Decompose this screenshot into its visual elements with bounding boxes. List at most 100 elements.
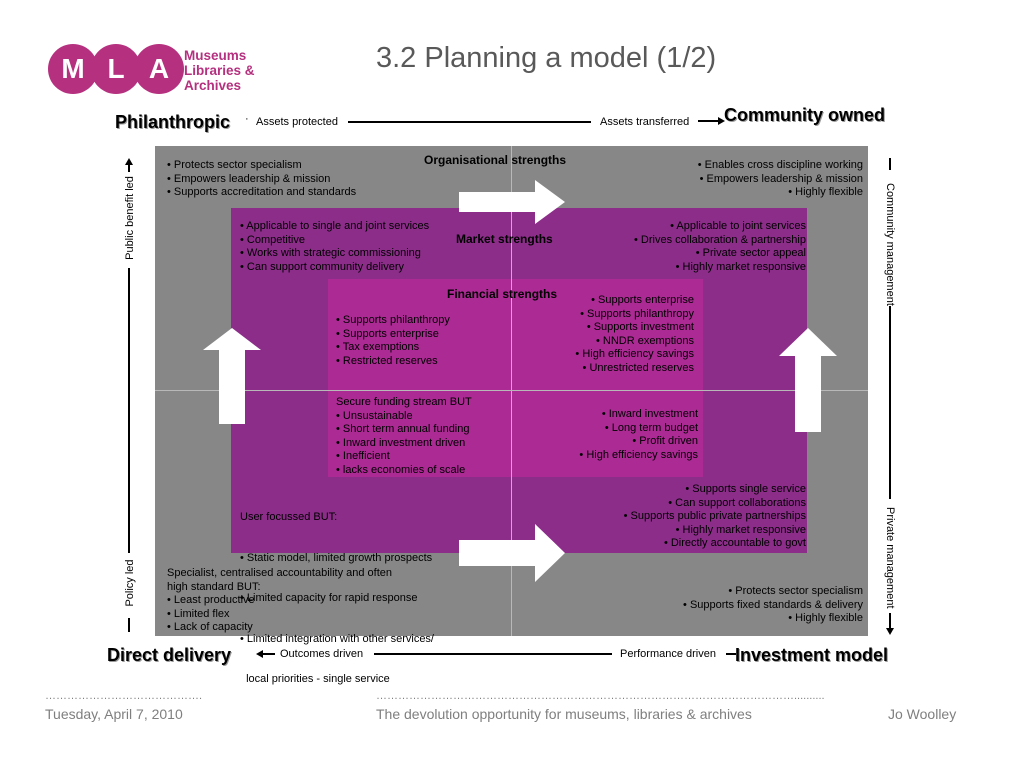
logo-letter-l: L bbox=[91, 44, 141, 94]
list-item: • Empowers leadership & mission bbox=[699, 172, 863, 185]
arrow-right-bottom bbox=[459, 524, 565, 582]
list-item: • Supports enterprise bbox=[336, 327, 439, 340]
corner-direct-delivery: Direct delivery bbox=[107, 645, 232, 665]
list-item: • Least productive bbox=[167, 594, 255, 606]
list-item: Specialist, centralised accountability a… bbox=[167, 567, 393, 579]
list-item: • Protects sector specialism bbox=[728, 585, 863, 597]
financial-top-right-list: • Supports enterprise • Supports philant… bbox=[575, 294, 694, 375]
logo-line-museums: Museums bbox=[184, 48, 247, 63]
logo-letter-m: M bbox=[48, 44, 98, 94]
arrow-right-top bbox=[459, 180, 565, 224]
corner-community-owned: Community owned bbox=[724, 105, 885, 125]
organisational-bottom-left-list: Specialist, centralised accountability a… bbox=[167, 567, 392, 635]
footer-date: Tuesday, April 7, 2010 bbox=[45, 706, 183, 722]
axis-label-outcomes-driven: Outcomes driven bbox=[280, 648, 364, 660]
organisational-top-right-list: • Enables cross discipline working • Emp… bbox=[698, 159, 863, 200]
list-item: • Supports enterprise bbox=[591, 294, 694, 306]
list-item: • Works with strategic commissioning bbox=[240, 247, 421, 259]
list-item: • Highly market responsive bbox=[675, 260, 806, 273]
top-axis-line bbox=[348, 121, 591, 123]
footer-dots-left: ……………………………………. bbox=[45, 690, 203, 702]
list-item: • Static model, limited growth prospects bbox=[240, 551, 433, 564]
list-item: • Private sector appeal bbox=[695, 247, 806, 259]
axis-label-performance-driven: Performance driven bbox=[620, 648, 716, 660]
list-item: • Limited integration with other service… bbox=[240, 632, 434, 645]
list-item: • Supports accreditation and standards bbox=[167, 186, 357, 198]
left-axis-arrow-up bbox=[125, 158, 133, 172]
list-item: • High efficiency savings bbox=[575, 348, 694, 360]
list-item: • Limited flex bbox=[167, 607, 230, 620]
list-item: • Highly market responsive bbox=[675, 523, 806, 536]
list-item: • lacks economies of scale bbox=[336, 463, 466, 476]
market-strengths-title: Market strengths bbox=[456, 232, 553, 246]
bottom-axis-tick bbox=[726, 653, 736, 655]
left-axis-line bbox=[128, 268, 130, 553]
top-axis-dot: · bbox=[245, 113, 249, 125]
list-item: • Inward investment driven bbox=[336, 436, 466, 449]
right-axis-arrow-down bbox=[886, 613, 894, 635]
list-item: • Supports investment bbox=[586, 321, 694, 333]
axis-label-public-benefit-led: Public benefit led bbox=[124, 176, 136, 260]
axis-label-policy-led: Policy led bbox=[124, 559, 136, 607]
top-axis-arrow-right bbox=[698, 117, 725, 125]
list-item: • Profit driven bbox=[632, 435, 698, 447]
list-item: • Supports single service bbox=[685, 483, 806, 495]
financial-zone bbox=[328, 279, 703, 477]
organisational-bottom-right-list: • Protects sector specialism • Supports … bbox=[683, 585, 863, 626]
axis-label-private-management: Private management bbox=[884, 507, 896, 609]
footer-author: Jo Woolley bbox=[888, 706, 957, 722]
financial-bottom-right-list: • Inward investment • Long term budget •… bbox=[579, 408, 698, 462]
list-item: • Tax exemptions bbox=[336, 341, 420, 353]
financial-bottom-left-list: Secure funding stream BUT • Unsustainabl… bbox=[336, 396, 472, 477]
arrow-up-right bbox=[779, 328, 837, 432]
list-item: • Inefficient bbox=[336, 450, 390, 462]
list-item: high standard BUT: bbox=[167, 580, 261, 593]
list-item: • Unsustainable bbox=[336, 409, 413, 422]
list-item: • Supports public private partnerships bbox=[623, 510, 806, 522]
logo-letter-a: A bbox=[134, 44, 184, 94]
corner-investment-model: Investment model bbox=[735, 645, 889, 665]
arrow-up-left bbox=[203, 328, 261, 424]
horizontal-divider bbox=[155, 390, 868, 391]
logo-line-libraries: Libraries & bbox=[184, 63, 255, 78]
list-item: • Applicable to joint services bbox=[670, 220, 806, 232]
left-axis-tick bbox=[128, 618, 130, 632]
axis-label-assets-transferred: Assets transferred bbox=[600, 116, 690, 128]
strengths-model-diagram: Organisational strengths Market strength… bbox=[155, 146, 868, 685]
right-axis-tick bbox=[889, 158, 891, 170]
list-item: • Empowers leadership & mission bbox=[167, 172, 331, 185]
slide-title: 3.2 Planning a model (1/2) bbox=[376, 42, 717, 74]
right-axis-line bbox=[889, 306, 891, 499]
list-item: • Lack of capacity bbox=[167, 621, 253, 633]
footer-subtitle: The devolution opportunity for museums, … bbox=[376, 706, 752, 722]
axis-label-community-management: Community management bbox=[884, 183, 896, 306]
market-bottom-left-list: User focussed BUT: • Static model, limit… bbox=[240, 484, 434, 714]
list-item: • Highly flexible bbox=[788, 612, 863, 624]
list-item: Secure funding stream BUT bbox=[336, 396, 472, 408]
list-item: • Enables cross discipline working bbox=[697, 159, 863, 171]
list-item: • Supports philanthropy bbox=[336, 314, 450, 326]
list-item: • Inward investment bbox=[601, 408, 698, 420]
bottom-axis-arrow-left bbox=[256, 650, 275, 658]
list-item: • Restricted reserves bbox=[336, 354, 438, 367]
market-top-right-list: • Applicable to joint services • Drives … bbox=[634, 220, 806, 274]
list-item: • High efficiency savings bbox=[579, 448, 698, 461]
organisational-top-left-list: • Protects sector specialism • Empowers … bbox=[167, 159, 356, 200]
list-item: • Short term annual funding bbox=[336, 423, 470, 435]
list-item: • Supports fixed standards & delivery bbox=[683, 598, 863, 611]
list-item: • Applicable to single and joint service… bbox=[240, 220, 430, 232]
list-item: • Limited capacity for rapid response bbox=[240, 592, 418, 604]
list-item: • Unrestricted reserves bbox=[582, 361, 694, 374]
list-item: • Protects sector specialism bbox=[167, 159, 302, 171]
organisational-strengths-title: Organisational strengths bbox=[424, 153, 567, 167]
axis-label-assets-protected: Assets protected bbox=[256, 116, 338, 128]
market-bottom-right-list: • Supports single service • Can support … bbox=[624, 483, 806, 551]
logo-wordmark: Museums Libraries & Archives bbox=[184, 48, 255, 93]
market-top-left-list: • Applicable to single and joint service… bbox=[240, 220, 429, 274]
vertical-divider bbox=[511, 146, 512, 636]
list-item: • Supports philanthropy bbox=[580, 307, 694, 320]
list-item: • NNDR exemptions bbox=[596, 334, 694, 347]
list-item: User focussed BUT: bbox=[240, 511, 338, 523]
list-item: • Highly flexible bbox=[788, 186, 863, 198]
logo-line-archives: Archives bbox=[184, 78, 242, 93]
